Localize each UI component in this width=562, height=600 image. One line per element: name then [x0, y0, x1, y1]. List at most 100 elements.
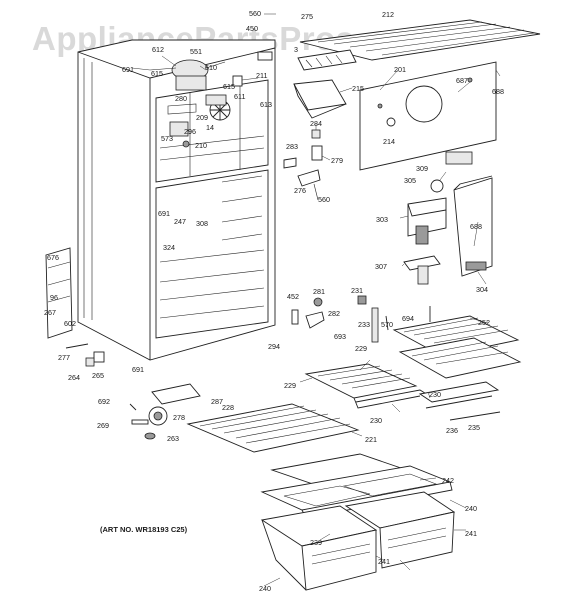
callout: 676 — [47, 253, 59, 262]
callout: 450 — [246, 24, 258, 33]
callout: 560 — [318, 195, 330, 204]
ice-bin — [293, 79, 347, 119]
callout: 692 — [98, 397, 110, 406]
shelf-252-lower — [398, 337, 522, 379]
callout: 240 — [259, 584, 271, 593]
callout: 241 — [465, 529, 477, 538]
callout: 231 — [351, 286, 363, 295]
callout: 239 — [310, 538, 322, 547]
callout: 236 — [446, 426, 458, 435]
callout: 233 — [358, 320, 370, 329]
callout: 230 — [429, 390, 441, 399]
callout: 688 — [470, 222, 482, 231]
callout: 570 — [381, 320, 393, 329]
label-plate — [445, 151, 473, 165]
control-housing — [407, 197, 447, 245]
callout: 693 — [334, 332, 346, 341]
callout: 324 — [163, 243, 175, 252]
callout: 551 — [190, 47, 202, 56]
fan-motor — [205, 94, 231, 121]
callout-labels: 560 450 275 212 3 612 551 691 615 610 21… — [44, 9, 504, 593]
callout: 284 — [310, 119, 322, 128]
callout: 611 — [234, 92, 245, 101]
mount-bracket — [403, 255, 441, 285]
callout: 305 — [404, 176, 416, 185]
callout: 281 — [313, 287, 325, 296]
callout: 269 — [97, 421, 109, 430]
callout: 209 — [196, 113, 208, 122]
callout: 229 — [284, 381, 296, 390]
callout: 308 — [196, 219, 208, 228]
callout: 691 — [132, 365, 144, 374]
evaporator-cover — [232, 51, 273, 87]
ice-tray — [297, 49, 357, 71]
callout: 210 — [195, 141, 207, 150]
callout: 221 — [365, 435, 377, 444]
callout: 215 — [352, 84, 364, 93]
callout: 615 — [151, 69, 163, 78]
callout: 294 — [268, 342, 280, 351]
cabinet-shell — [45, 39, 276, 361]
callout: 687 — [456, 76, 468, 85]
callout: 612 — [152, 45, 164, 54]
shelf-228 — [186, 403, 360, 453]
callout: 309 — [416, 164, 428, 173]
crisper-drawer-left — [260, 505, 378, 591]
callout: 96 — [50, 293, 58, 302]
control-knob — [430, 179, 444, 193]
callout: 229 — [355, 344, 367, 353]
callout: 560 — [249, 9, 261, 18]
callout: 307 — [375, 262, 387, 271]
art-number: (ART NO. WR18193 C25) — [100, 525, 188, 534]
back-panel — [359, 61, 497, 171]
callout: 303 — [376, 215, 388, 224]
callout: 214 — [383, 137, 395, 146]
callout: 452 — [287, 292, 299, 301]
callout: 235 — [468, 423, 480, 432]
callout: 275 — [301, 12, 313, 21]
lower-small-parts — [65, 343, 201, 440]
air-duct — [453, 175, 493, 277]
callout: 263 — [167, 434, 179, 443]
thermostat-bracket — [167, 103, 197, 148]
callout: 280 — [175, 94, 187, 103]
callout: 691 — [122, 65, 134, 74]
callout: 211 — [256, 71, 267, 80]
callout: 277 — [58, 353, 70, 362]
shelf-229 — [304, 363, 437, 409]
callout: 304 — [476, 285, 488, 294]
defrost-parts — [283, 129, 323, 201]
callout: 230 — [370, 416, 382, 425]
callout: 278 — [173, 413, 185, 422]
callout: 276 — [294, 186, 306, 195]
callout: 241 — [378, 557, 390, 566]
callout: 264 — [68, 373, 80, 382]
damper-control-assembly — [149, 59, 226, 91]
crisper-drawer-right — [344, 491, 456, 569]
leader-lines — [131, 13, 501, 587]
callout: 252 — [478, 318, 490, 327]
callout: 287 — [211, 397, 223, 406]
callout: 602 — [64, 319, 76, 328]
callout: 613 — [260, 100, 272, 109]
callout: 228 — [222, 403, 234, 412]
callout: 283 — [286, 142, 298, 151]
callout: 267 — [44, 308, 56, 317]
shelf-230 — [418, 381, 501, 421]
callout: 694 — [402, 314, 414, 323]
callout: 247 — [174, 217, 186, 226]
callout: 610 — [205, 63, 217, 72]
callout: 201 — [394, 65, 406, 74]
callout: 282 — [328, 309, 340, 318]
callout: 691 — [158, 209, 170, 218]
callout: 279 — [331, 156, 343, 165]
callout: 265 — [92, 371, 104, 380]
callout: 688 — [492, 87, 504, 96]
shelf-hardware — [291, 295, 431, 343]
callout: 212 — [382, 10, 394, 19]
callout: 615 — [223, 82, 235, 91]
callout: 3 — [294, 45, 298, 54]
callout: 240 — [465, 504, 477, 513]
callout: 242 — [442, 476, 454, 485]
